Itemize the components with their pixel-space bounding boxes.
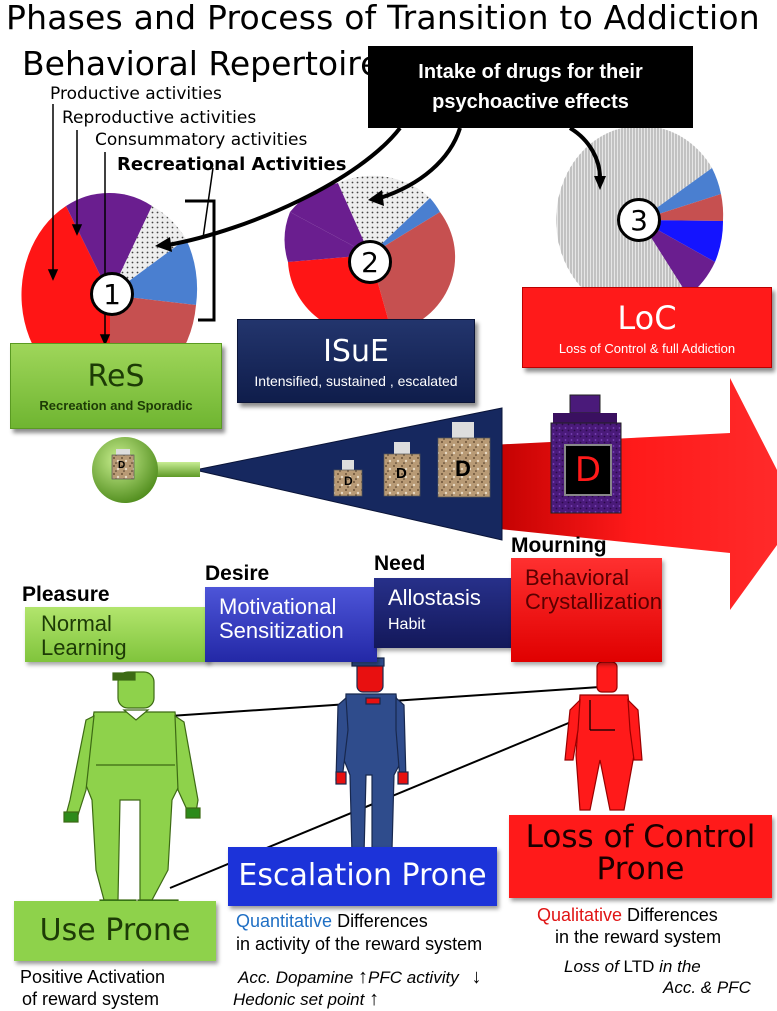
phase-res-box: ReS Recreation and Sporadic	[10, 343, 222, 429]
phase-isue-subtitle: Intensified, sustained , escalated	[254, 372, 458, 389]
use-prone-box: Use Prone	[14, 901, 216, 961]
escalation-desc-line1: Quantitative Differences	[236, 910, 428, 932]
stage-normal-learning-box: Normal Learning	[25, 607, 209, 662]
activity-consummatory: Consummatory activities	[95, 130, 308, 150]
stage-motivational-line1: Motivational	[219, 594, 337, 619]
pfc-down-arrow: ↓	[471, 966, 482, 988]
bottle-1-letter: D	[344, 474, 353, 488]
repertoire-heading: Behavioral Repertoire:	[22, 44, 392, 83]
hedonic-text: Hedonic set point	[233, 990, 365, 1009]
stage-normal-line1: Normal	[41, 611, 112, 636]
activity-recreational: Recreational Activities	[117, 154, 347, 175]
ltd-text: LTD	[623, 957, 655, 976]
escalation-prone-figure	[335, 657, 409, 857]
intake-arrows	[167, 126, 602, 247]
phase-loc-box: LoC Loss of Control & full Addiction	[522, 287, 772, 368]
bottle-3-letter: D	[455, 456, 471, 481]
stage-allostasis-line1: Allostasis	[388, 585, 481, 610]
loc-prone-box: Loss of Control Prone	[509, 815, 772, 898]
loc-prone-line2: Prone	[596, 851, 685, 887]
loc-desc-line2: in the reward system	[555, 927, 722, 947]
loc-highlight: Qualitative	[537, 905, 623, 925]
intake-line2: psychoactive effects	[432, 91, 629, 113]
bottle-2-letter: D	[396, 465, 407, 482]
use-prone-desc-line1: Positive Activation	[20, 967, 166, 987]
page-title: Phases and Process of Transition to Addi…	[6, 0, 760, 37]
escalation-desc-line2: in activity of the reward system	[236, 934, 483, 954]
stage-need-label: Need	[374, 552, 426, 575]
stage-mourning-label: Mourning	[511, 534, 607, 557]
escalation-dopamine-line: Acc. Dopamine ↑PFC activity ↓	[238, 966, 481, 989]
pie-3-number: 3	[617, 198, 661, 242]
pie-3	[556, 125, 724, 314]
bottle-small-letter: D	[118, 460, 126, 471]
loc-desc-line1: Qualitative Differences	[537, 904, 718, 926]
loc-ltd-line: Loss of LTD in the	[564, 957, 701, 977]
use-prone-figure	[63, 671, 201, 913]
green-stick	[150, 462, 200, 477]
bottle-big-label: D	[564, 444, 612, 496]
phase-loc-title: LoC	[617, 299, 677, 337]
dopamine-up-arrow: ↑	[358, 966, 369, 988]
bracket	[185, 199, 216, 322]
use-prone-desc-line2: of reward system	[22, 989, 160, 1009]
hedonic-up-arrow: ↑	[369, 988, 380, 1010]
loc-prone-figure	[564, 661, 643, 811]
big-red-arrow	[490, 378, 777, 610]
bottle-small	[111, 449, 135, 480]
activity-reproductive: Reproductive activities	[62, 108, 257, 128]
stage-allostasis-box: Allostasis Habit	[374, 578, 512, 648]
intake-line1: Intake of drugs for their	[418, 61, 643, 83]
pie-2-number: 2	[348, 240, 392, 284]
phase-isue-title: ISuE	[323, 333, 389, 369]
escalation-highlight: Quantitative	[236, 911, 333, 931]
loc-prone-line1: Loss of Control	[525, 819, 756, 855]
stage-motivational-line2: Sensitization	[219, 618, 344, 643]
pie-1-number: 1	[90, 272, 134, 316]
bottle-2	[383, 442, 421, 497]
stage-desire-label: Desire	[205, 562, 270, 585]
activity-productive: Productive activities	[50, 84, 222, 104]
escalation-hedonic-line: Hedonic set point ↑	[233, 988, 379, 1011]
loc-desc-rest: Differences	[622, 905, 718, 925]
phase-res-title: ReS	[87, 359, 145, 394]
acc-dopamine-text: Acc. Dopamine	[238, 968, 354, 987]
in-the-text: in the	[659, 957, 701, 976]
stage-allostasis-line2: Habit	[388, 616, 426, 633]
loc-acc-pfc-line: Acc. & PFC	[663, 978, 751, 997]
stage-normal-line2: Learning	[41, 635, 127, 660]
intake-box: Intake of drugs for their psychoactive e…	[368, 46, 693, 128]
stage-crystallization-line2: Crystallization	[525, 589, 662, 614]
escalation-desc-rest: Differences	[332, 911, 428, 931]
stage-motivational-box: Motivational Sensitization	[205, 587, 377, 662]
pie-2	[284, 175, 456, 336]
phase-res-subtitle: Recreation and Sporadic	[39, 398, 193, 413]
stage-pleasure-label: Pleasure	[22, 583, 110, 606]
stage-crystallization-line1: Behavioral	[525, 565, 629, 590]
loss-of-text: Loss of	[564, 957, 619, 976]
escalation-prone-box: Escalation Prone	[228, 847, 497, 906]
bottle-1	[333, 460, 363, 497]
pfc-activity-text: PFC activity	[368, 968, 459, 987]
phase-isue-box: ISuE Intensified, sustained , escalated	[237, 319, 475, 403]
bottle-3	[437, 422, 491, 498]
stage-crystallization-box: Behavioral Crystallization	[511, 558, 662, 662]
phase-loc-subtitle: Loss of Control & full Addiction	[558, 341, 736, 356]
